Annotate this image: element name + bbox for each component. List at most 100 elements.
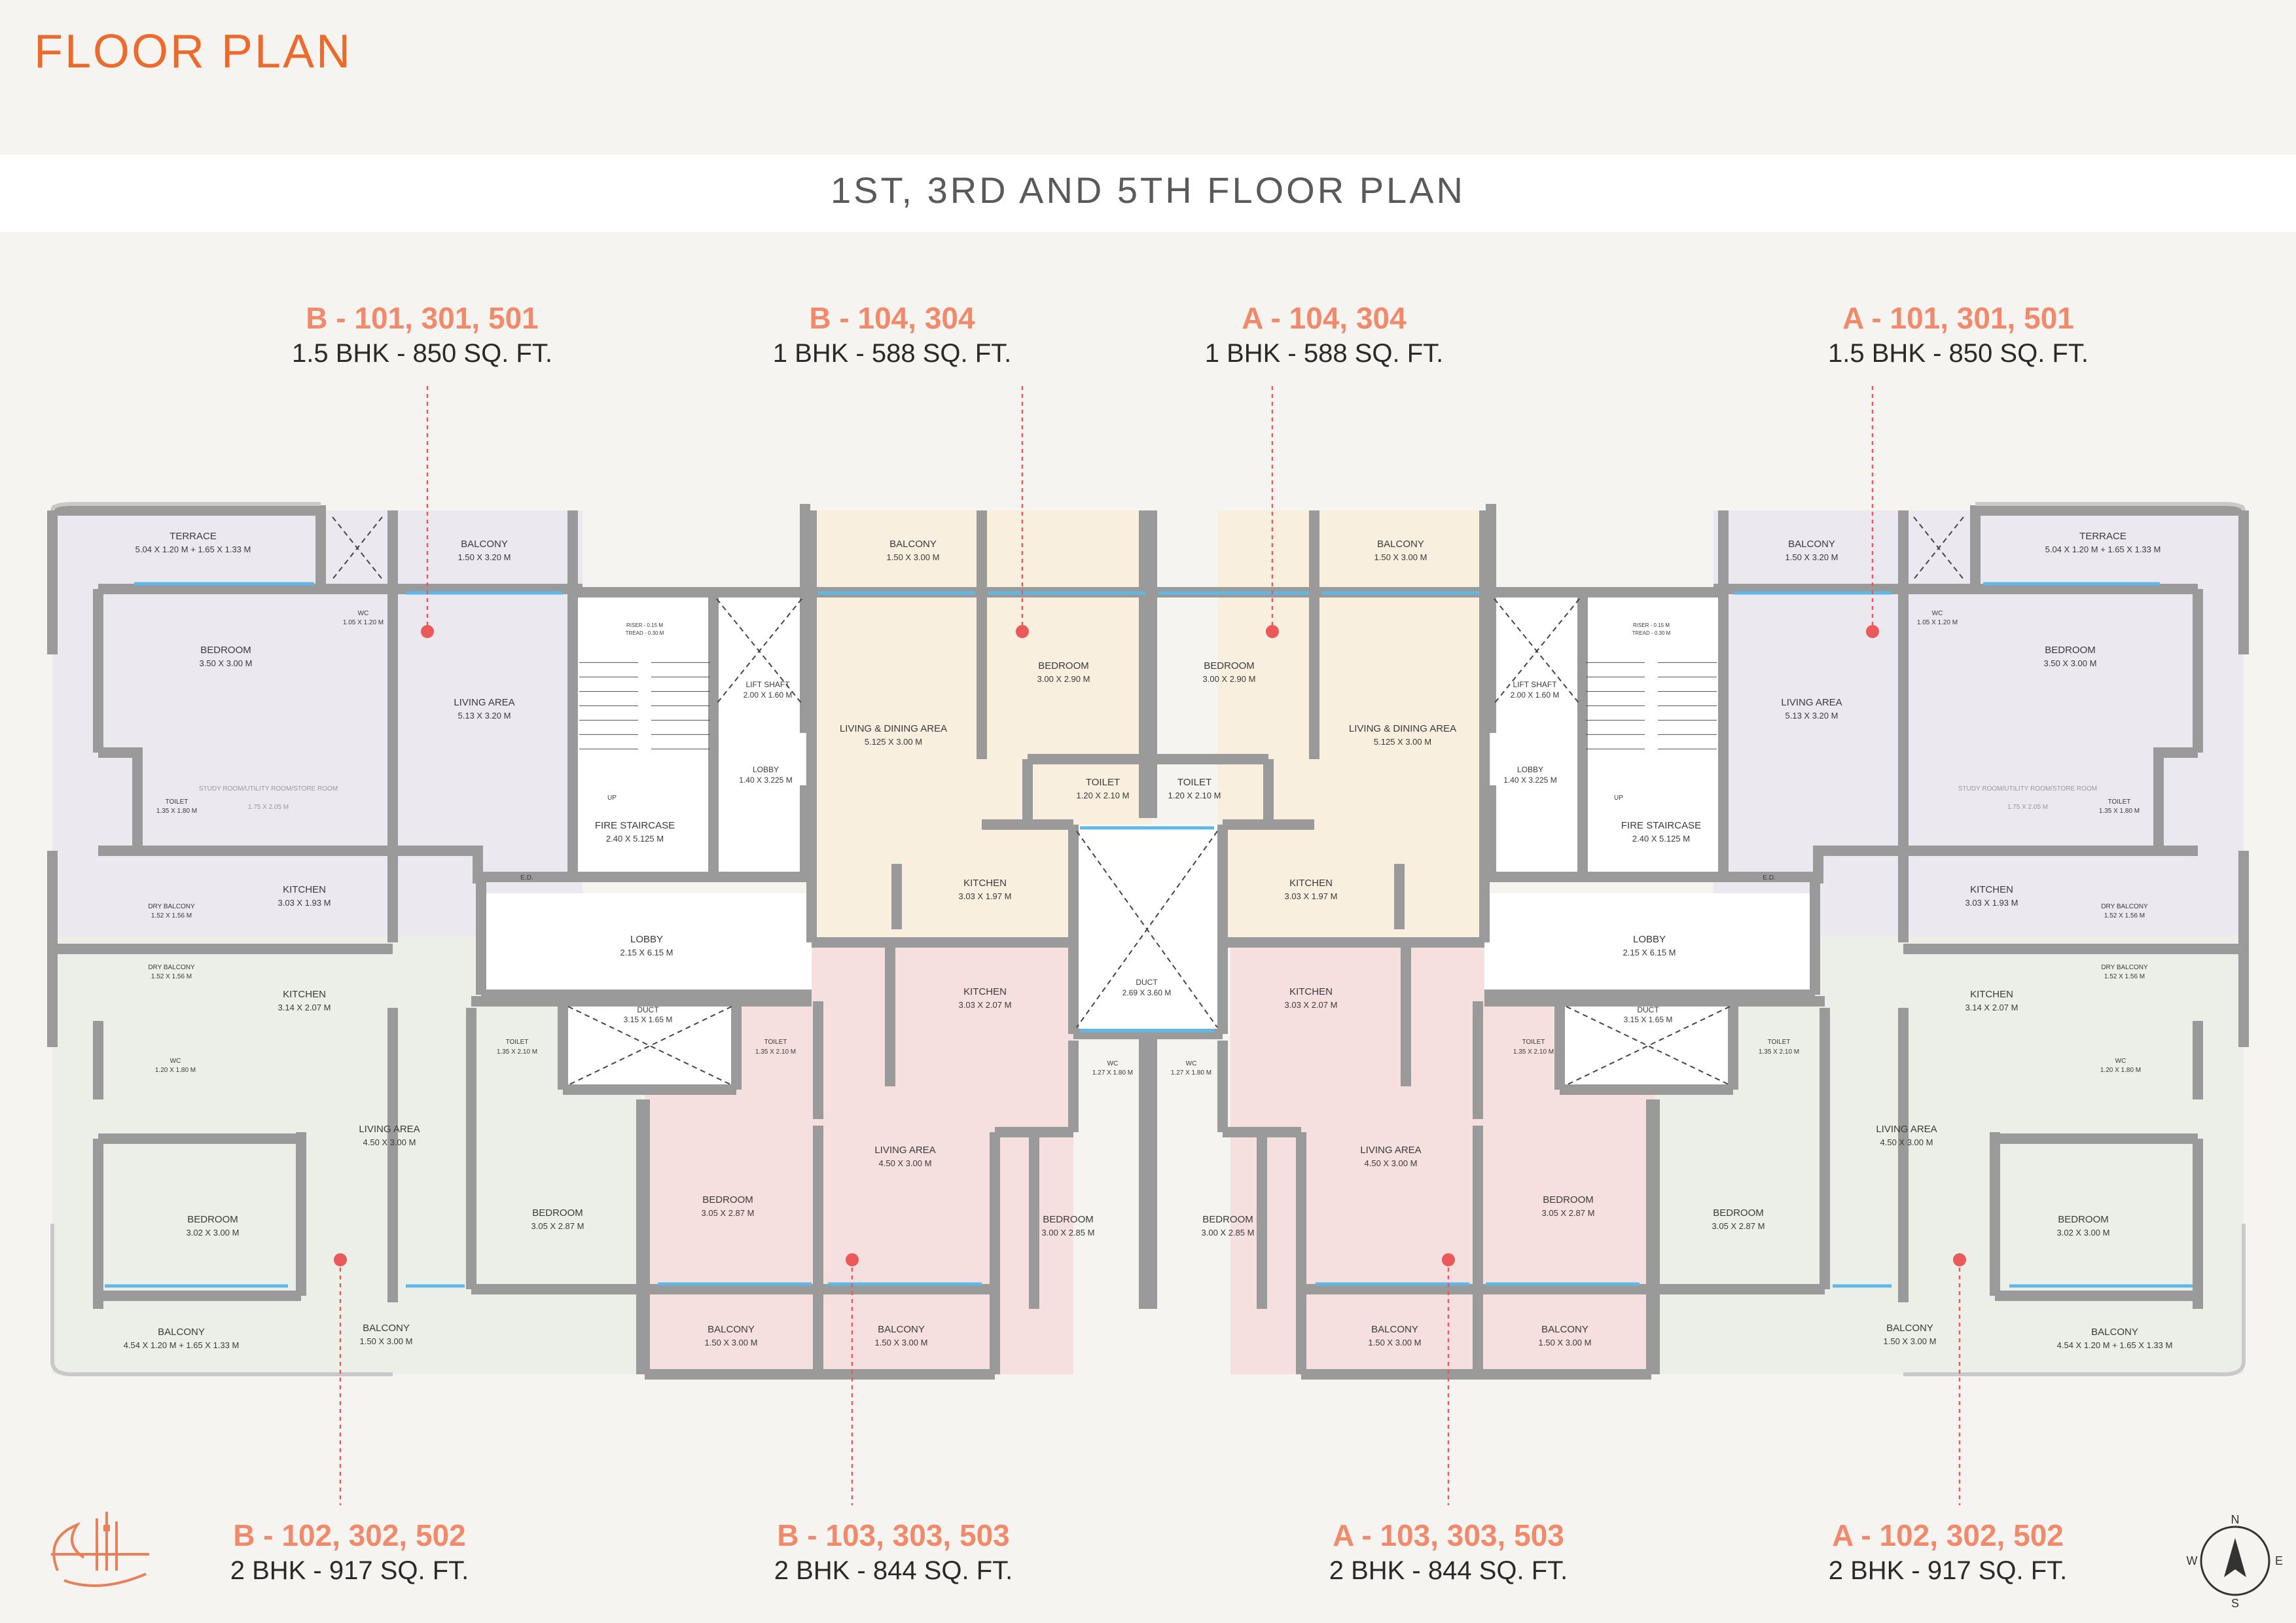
plan-title: 1ST, 3RD AND 5TH FLOOR PLAN (830, 169, 1465, 211)
room-name: LIVING AREA (1876, 1124, 1937, 1135)
windows (105, 582, 2193, 1288)
room-name: BALCONY (1886, 1323, 1933, 1334)
room-dim: 1.40 X 3.225 M (739, 776, 792, 785)
room-dim: 1.50 X 3.00 M (705, 1338, 758, 1347)
room-name: BALCONY (708, 1324, 755, 1335)
room-dim: 3.02 X 3.00 M (2057, 1228, 2110, 1238)
unit-label-b101: B - 101, 301, 501 1.5 BHK - 850 SQ. FT. (213, 300, 632, 370)
room-dim: 3.15 X 1.65 M (1624, 1015, 1673, 1024)
room-dim: 4.54 X 1.20 M + 1.65 X 1.33 M (2057, 1340, 2173, 1350)
room-dim: 3.00 X 2.90 M (1037, 674, 1090, 684)
room-labels-left: TERRACE 5.04 X 1.20 M + 1.65 X 1.33 M BA… (124, 531, 1172, 1350)
room-dim: 4.50 X 3.00 M (363, 1137, 416, 1147)
room-name: LIFT SHAFT (745, 680, 790, 689)
room-name: DRY BALCONY (2101, 903, 2148, 910)
room-name: KITCHEN (283, 989, 326, 1000)
room-dim: 3.00 X 2.85 M (1042, 1228, 1095, 1238)
unit-code: A - 104, 304 (1242, 301, 1407, 335)
room-dim: 1.50 X 3.00 M (875, 1338, 928, 1347)
room-name: TOILET (166, 798, 188, 806)
duct-left-fill (563, 1001, 736, 1090)
room-name: BALCONY (878, 1324, 925, 1335)
room-dim: 1.35 X 2.10 M (1513, 1048, 1554, 1056)
room-name: DUCT (637, 1005, 659, 1014)
unit-size: 2 BHK - 917 SQ. FT. (230, 1556, 469, 1585)
room-name: KITCHEN (963, 878, 1007, 889)
compass-e: E (2275, 1554, 2283, 1567)
room-name: TERRACE (2079, 531, 2126, 542)
room-dim: 3.05 X 2.87 M (1542, 1208, 1595, 1218)
room-name: WC (1186, 1060, 1197, 1067)
stairs-right (1586, 661, 1645, 759)
room-name: WC (2115, 1058, 2126, 1065)
unit-label-a102: A - 102, 302, 502 2 BHK - 917 SQ. FT. (1738, 1517, 2157, 1588)
room-name: WC (358, 610, 369, 617)
room-dim: 2.00 X 1.60 M (744, 690, 793, 700)
room-dim: 1.50 X 3.00 M (360, 1336, 413, 1346)
stairs-left-flight2 (651, 661, 710, 759)
room-dim: 3.03 X 1.93 M (278, 898, 331, 908)
room-name: LIVING AREA (1781, 697, 1842, 708)
room-dim: 1.50 X 3.00 M (1539, 1338, 1592, 1347)
room-name: LOBBY (630, 934, 663, 945)
unit-size: 1.5 BHK - 850 SQ. FT. (292, 339, 552, 368)
room-name: LOBBY (1633, 934, 1666, 945)
room-dim: 1.05 X 1.20 M (343, 619, 384, 626)
room-dim: 1.05 X 1.20 M (1917, 619, 1958, 626)
room-dim: TREAD - 0.30 M (1632, 630, 1671, 636)
room-dim: 5.125 X 3.00 M (1374, 737, 1431, 747)
room-name: BEDROOM (1043, 1214, 1094, 1225)
room-dim: 3.00 X 2.85 M (1202, 1228, 1255, 1238)
unit-code: B - 101, 301, 501 (306, 301, 539, 335)
room-dim: 3.14 X 2.07 M (1965, 1003, 2018, 1012)
zone-a103 (1230, 942, 1656, 1374)
room-dim: 2.69 X 3.60 M (1122, 988, 1172, 997)
room-dim: TREAD - 0.30 M (626, 630, 664, 636)
room-dim: 1.50 X 3.00 M (1369, 1338, 1422, 1347)
room-name: BEDROOM (1038, 660, 1089, 671)
room-name: BEDROOM (2045, 645, 2096, 656)
room-name: TOILET (1768, 1039, 1791, 1046)
room-name: UP (1614, 794, 1623, 802)
walls-right (1139, 504, 2249, 1380)
compass-n: N (2231, 1513, 2240, 1526)
room-dim: 3.05 X 2.87 M (531, 1221, 584, 1231)
room-name: UP (607, 794, 617, 802)
room-dim: 2.40 X 5.125 M (606, 834, 664, 844)
room-name: BALCONY (461, 539, 508, 550)
room-dim: 1.35 X 2.10 M (755, 1048, 796, 1056)
room-dim: 1.75 X 2.05 M (248, 804, 289, 811)
room-dim: 1.40 X 3.225 M (1503, 776, 1556, 785)
room-name: BEDROOM (187, 1214, 238, 1225)
room-dim: 1.50 X 3.20 M (1785, 552, 1839, 562)
unit-code: A - 102, 302, 502 (1832, 1518, 2064, 1552)
room-name: BEDROOM (200, 645, 251, 656)
room-dim: 3.00 X 2.90 M (1203, 674, 1256, 684)
room-name: LIVING & DINING AREA (840, 723, 947, 734)
room-dim: 4.50 X 3.00 M (1365, 1158, 1418, 1168)
room-dim: 2.40 X 5.125 M (1632, 834, 1690, 844)
room-name: RISER - 0.15 M (1633, 622, 1670, 628)
room-dim: 5.04 X 1.20 M + 1.65 X 1.33 M (135, 544, 251, 554)
lobby-left-fill (481, 893, 812, 995)
room-dim: 3.05 X 2.87 M (1712, 1221, 1765, 1231)
unit-label-a101: A - 101, 301, 501 1.5 BHK - 850 SQ. FT. (1749, 300, 2168, 370)
room-name: BALCONY (1541, 1324, 1588, 1335)
unit-size: 1 BHK - 588 SQ. FT. (1204, 339, 1444, 368)
room-dim: 1.35 X 2.10 M (497, 1048, 537, 1056)
stairs-left (579, 661, 638, 759)
title-band (0, 154, 2296, 232)
room-dim: 1.52 X 1.56 M (151, 912, 192, 919)
unit-size: 1.5 BHK - 850 SQ. FT. (1828, 339, 2089, 368)
leader-lines (339, 386, 1961, 1505)
room-dim: 3.05 X 2.87 M (702, 1208, 755, 1218)
unit-size: 2 BHK - 844 SQ. FT. (1329, 1556, 1568, 1585)
shaft-crosses (332, 516, 1964, 1086)
room-name: LIVING & DINING AREA (1349, 723, 1456, 734)
room-name: BALCONY (363, 1323, 410, 1334)
room-name: BEDROOM (2058, 1214, 2109, 1225)
room-name: DRY BALCONY (148, 903, 195, 910)
room-name: TOILET (2108, 798, 2131, 806)
room-name: KITCHEN (283, 884, 326, 895)
